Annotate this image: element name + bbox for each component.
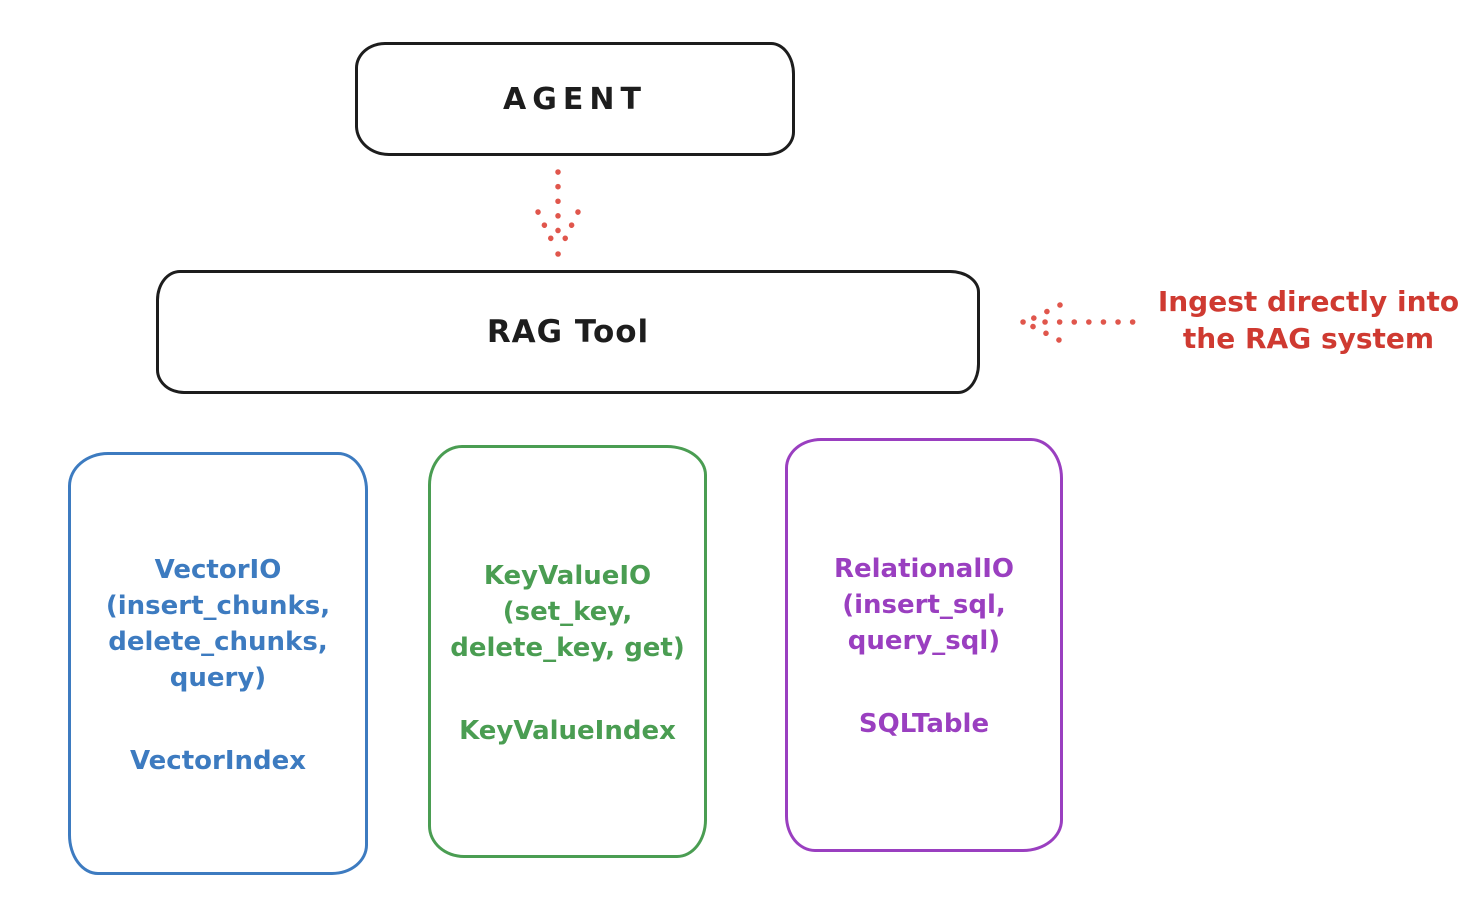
keyvalue-io-methods: KeyValueIO (set_key, delete_key, get) xyxy=(450,558,685,666)
sql-table-label: SQLTable xyxy=(858,709,990,739)
node-vector-io: VectorIO (insert_chunks, delete_chunks, … xyxy=(68,452,368,875)
relational-io-methods: RelationalIO (insert_sql, query_sql) xyxy=(834,551,1014,659)
keyvalue-index-label: KeyValueIndex xyxy=(459,715,676,746)
ingest-annotation-arrow xyxy=(1020,302,1139,343)
keyvalue-io-methods-line1: (set_key, xyxy=(502,596,633,627)
vector-io-methods: VectorIO (insert_chunks, delete_chunks, … xyxy=(106,552,330,696)
vector-index-label: VectorIndex xyxy=(129,745,307,776)
relational-io-methods-line2: query_sql) xyxy=(847,626,1001,656)
keyvalue-io-methods-line2: delete_key, get) xyxy=(450,632,685,663)
vector-io-methods-line1: (insert_chunks, xyxy=(105,590,331,621)
relational-io-title: RelationalIO xyxy=(833,554,1015,584)
ingest-annotation-line1: Ingest directly into xyxy=(1157,285,1460,318)
vector-io-title: VectorIO xyxy=(154,554,282,585)
agent-to-ragtool-arrow xyxy=(535,169,581,257)
relational-io-methods-line1: (insert_sql, xyxy=(842,590,1006,620)
node-rag-tool: RAG Tool xyxy=(156,270,980,394)
node-keyvalue-io: KeyValueIO (set_key, delete_key, get) Ke… xyxy=(428,445,707,858)
vector-io-methods-line3: query) xyxy=(169,662,267,693)
node-agent: AGENT xyxy=(355,42,795,156)
ingest-annotation: Ingest directly into the RAG system xyxy=(1133,283,1484,357)
ingest-annotation-line2: the RAG system xyxy=(1182,322,1435,355)
vector-io-methods-line2: delete_chunks, xyxy=(108,626,328,657)
node-relational-io: RelationalIO (insert_sql, query_sql) SQL… xyxy=(785,438,1063,852)
keyvalue-io-title: KeyValueIO xyxy=(483,560,652,591)
node-agent-label: AGENT xyxy=(503,81,647,117)
node-rag-tool-label: RAG Tool xyxy=(486,314,650,350)
